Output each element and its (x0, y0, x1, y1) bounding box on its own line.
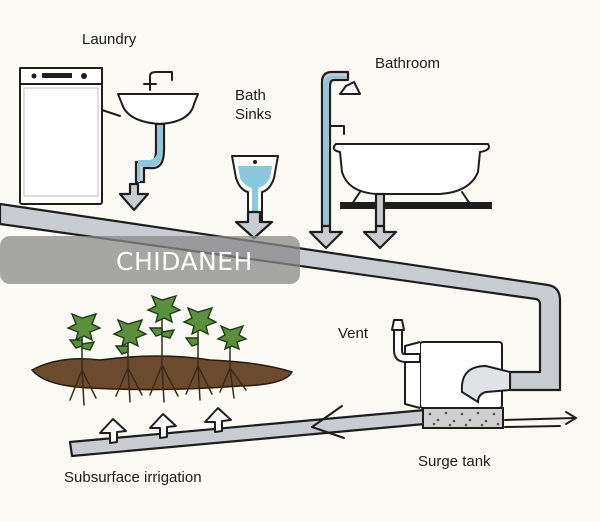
label-bathroom: Bathroom (375, 55, 440, 72)
label-bath-line2: Sinks (235, 106, 272, 123)
outflow-arrow-icon (311, 405, 345, 439)
plant-roots (69, 364, 247, 406)
down-arrow-icon (362, 224, 398, 250)
vent-cap (391, 319, 405, 331)
shower-head-icon (339, 81, 361, 95)
label-bath-line1: Bath (235, 87, 266, 104)
label-laundry: Laundry (82, 31, 137, 48)
washer-hose (101, 109, 121, 117)
washing-machine (19, 67, 103, 205)
irrigation-pipe (68, 408, 427, 458)
laundry-sink (117, 71, 199, 184)
up-arrow-icon (99, 418, 127, 444)
vent-pipe (393, 329, 421, 363)
label-surge-tank: Surge tank (418, 453, 491, 470)
plant (216, 324, 248, 369)
label-vent: Vent (338, 325, 369, 342)
overflow-arrow-icon (504, 411, 577, 425)
up-arrow-icon (149, 413, 177, 439)
shower-pipe (320, 70, 361, 228)
up-arrow-icon (204, 407, 232, 433)
watermark-text: CHIDANEH (116, 247, 253, 276)
gravel-filter (422, 407, 504, 429)
down-arrow-icon (308, 224, 344, 250)
down-arrow-icon (118, 182, 150, 212)
watermark-band (0, 236, 300, 284)
plants (66, 294, 248, 371)
down-arrow-icon (234, 210, 274, 240)
bathtub (332, 143, 492, 209)
overflow-line (504, 425, 561, 428)
surge-tank (404, 341, 511, 429)
irrigation-arrows (99, 407, 232, 444)
plant (146, 294, 182, 366)
flow-arrows (118, 182, 398, 250)
plant (112, 318, 148, 369)
label-subsurface-irrigation: Subsurface irrigation (64, 469, 202, 486)
plant (182, 306, 218, 367)
plant (66, 312, 102, 371)
